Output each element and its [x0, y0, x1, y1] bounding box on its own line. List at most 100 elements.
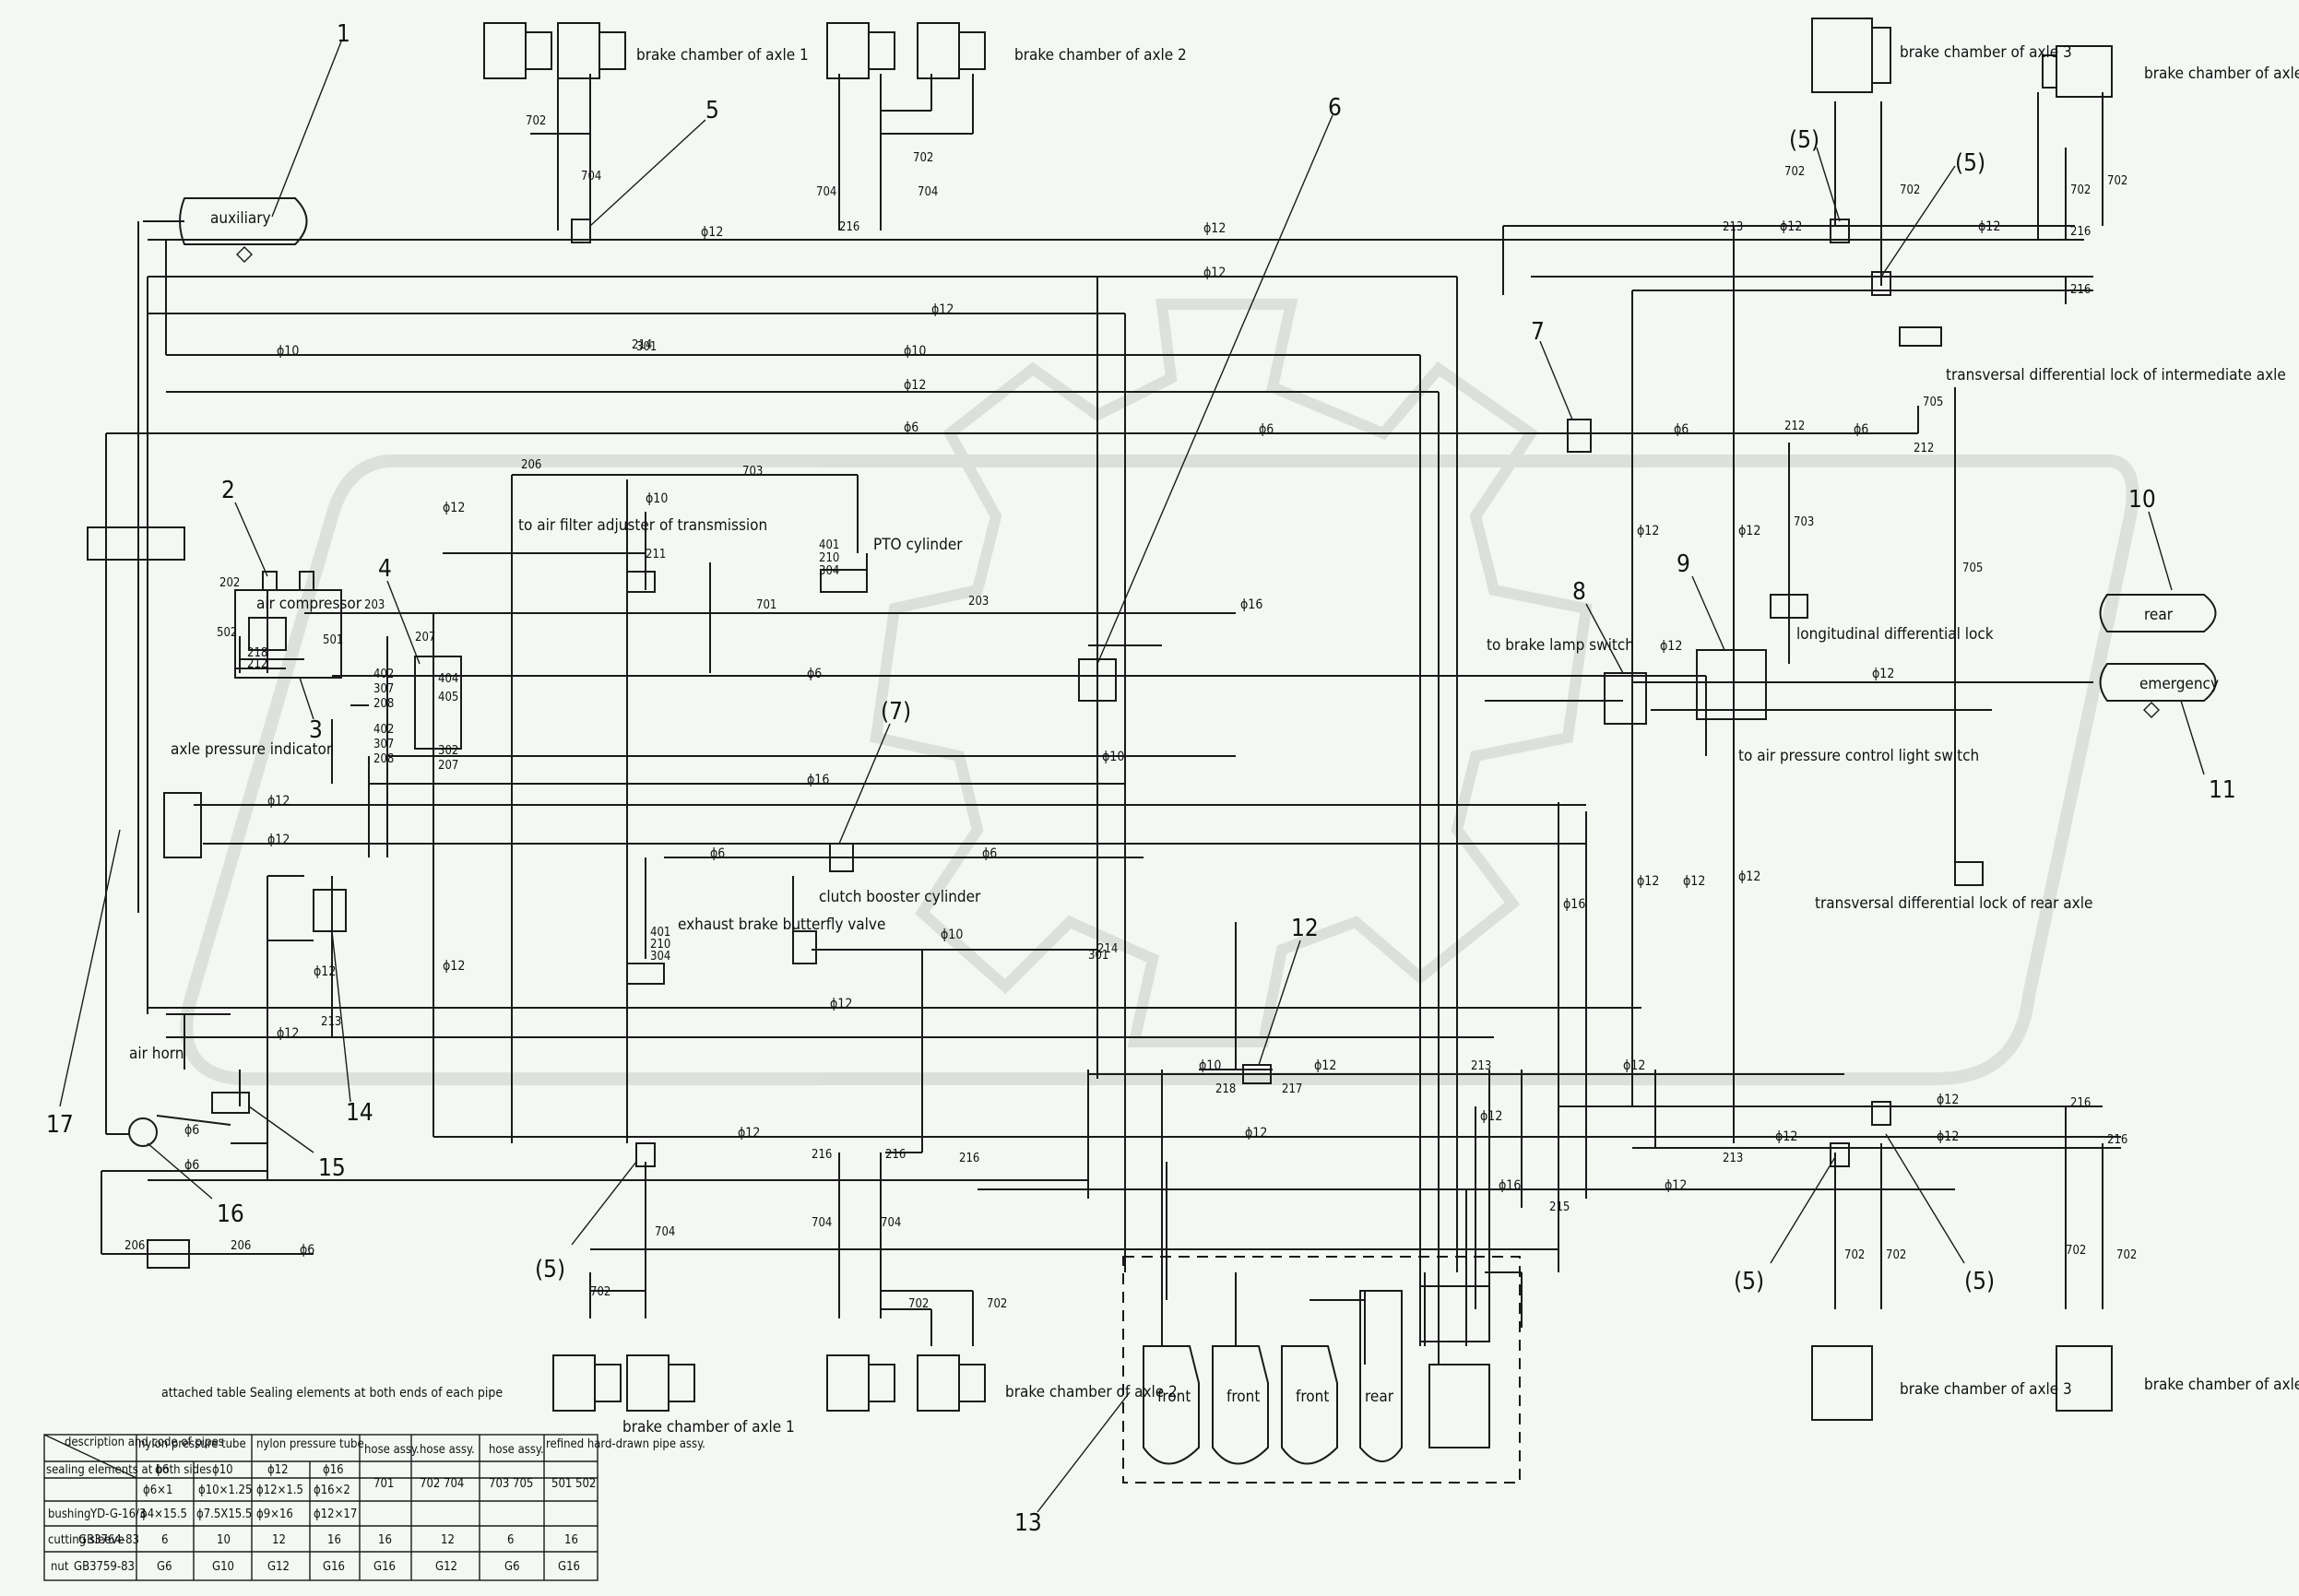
- air-horn: [128, 1092, 250, 1269]
- label-air-pressure-light: to air pressure control light switch: [1738, 747, 1979, 765]
- svg-text:704: 704: [655, 1225, 675, 1239]
- svg-text:12: 12: [272, 1533, 286, 1547]
- svg-text:ϕ6: ϕ6: [1259, 422, 1274, 437]
- valve-9: [1696, 649, 1767, 720]
- label-brake-lamp: to brake lamp switch: [1487, 636, 1634, 655]
- svg-text:216: 216: [2107, 1133, 2127, 1147]
- num-16: 16: [217, 1200, 244, 1228]
- labels: auxiliary air compressor axle pressure i…: [129, 43, 2299, 1436]
- svg-text:213: 213: [1471, 1059, 1491, 1073]
- label-bc-axle2-top: brake chamber of axle 2: [1014, 46, 1187, 65]
- label-rear: rear: [2144, 606, 2174, 624]
- svg-text:216: 216: [839, 220, 859, 234]
- brake-chambers-axle3-bottom: [1811, 1345, 1873, 1421]
- air-filter-adjuster: [626, 571, 656, 593]
- svg-text:ϕ4×15.5: ϕ4×15.5: [140, 1507, 187, 1521]
- svg-text:ϕ10: ϕ10: [1102, 750, 1124, 764]
- svg-text:213: 213: [321, 1015, 341, 1029]
- svg-text:ϕ12: ϕ12: [701, 225, 723, 240]
- svg-text:704: 704: [881, 1216, 901, 1230]
- num-5-ref-b: (5): [1789, 126, 1819, 154]
- svg-text:ϕ6: ϕ6: [184, 1123, 199, 1138]
- svg-text:hose assy.: hose assy.: [489, 1443, 544, 1457]
- svg-text:702: 702: [987, 1297, 1007, 1311]
- valve-6: [1078, 658, 1117, 702]
- svg-text:ϕ10×1.25: ϕ10×1.25: [198, 1484, 252, 1497]
- svg-text:501: 501: [323, 633, 343, 647]
- svg-text:401: 401: [650, 926, 670, 940]
- svg-text:212: 212: [1784, 420, 1805, 433]
- svg-text:702: 702: [1886, 1248, 1906, 1262]
- svg-text:702 704: 702 704: [420, 1477, 464, 1491]
- svg-text:ϕ10: ϕ10: [1199, 1058, 1221, 1073]
- label-front-2: front: [1227, 1388, 1260, 1406]
- label-bc-axle3-top: brake chamber of axle 3: [1900, 43, 2072, 62]
- brake-chambers-axle2-bottom: [826, 1354, 986, 1412]
- watermark-logo: [180, 299, 2139, 1085]
- label-front-1: front: [1157, 1388, 1191, 1406]
- svg-text:211: 211: [646, 548, 666, 562]
- svg-text:216: 216: [2070, 1096, 2091, 1110]
- svg-text:ϕ6: ϕ6: [710, 846, 725, 861]
- svg-text:213: 213: [1723, 220, 1743, 234]
- svg-text:207: 207: [415, 631, 435, 644]
- num-5-ref-d: (5): [1734, 1268, 1764, 1295]
- num-14: 14: [346, 1099, 373, 1127]
- svg-text:ϕ6: ϕ6: [904, 420, 918, 435]
- svg-text:213: 213: [1723, 1152, 1743, 1165]
- relay-valves: [571, 219, 1891, 1167]
- svg-text:ϕ16×2: ϕ16×2: [314, 1484, 350, 1497]
- valve-7-bracket: [829, 843, 854, 872]
- svg-text:ϕ12: ϕ12: [1637, 874, 1659, 889]
- svg-text:216: 216: [959, 1152, 979, 1165]
- svg-text:216: 216: [2070, 283, 2091, 297]
- svg-text:ϕ6: ϕ6: [155, 1463, 169, 1477]
- num-17: 17: [46, 1111, 74, 1139]
- sealing-elements-table: attached table Sealing elements at both …: [43, 1386, 705, 1581]
- svg-text:ϕ16: ϕ16: [807, 773, 829, 787]
- svg-text:ϕ6: ϕ6: [1854, 422, 1868, 437]
- num-7-ref: (7): [881, 698, 911, 726]
- svg-text:ϕ16: ϕ16: [1563, 897, 1585, 912]
- brake-chambers-axle1-top: [483, 22, 626, 79]
- svg-text:ϕ12: ϕ12: [738, 1126, 760, 1141]
- label-trans-diff-rear: transversal differential lock of rear ax…: [1815, 894, 2092, 913]
- svg-text:ϕ16: ϕ16: [1240, 597, 1262, 612]
- svg-text:206: 206: [231, 1239, 251, 1253]
- svg-text:ϕ10: ϕ10: [904, 344, 926, 359]
- svg-text:ϕ12: ϕ12: [277, 1026, 299, 1041]
- svg-text:YD-G-16/3: YD-G-16/3: [89, 1507, 146, 1521]
- svg-text:ϕ6: ϕ6: [300, 1243, 314, 1258]
- svg-text:ϕ9×16: ϕ9×16: [256, 1507, 293, 1521]
- svg-text:ϕ10: ϕ10: [941, 928, 963, 942]
- svg-text:16: 16: [378, 1533, 392, 1547]
- label-bc-axle2-bottom: brake chamber of axle 2: [1005, 1383, 1178, 1401]
- svg-text:ϕ12: ϕ12: [1660, 639, 1682, 654]
- num-8: 8: [1572, 578, 1586, 606]
- num-5: 5: [705, 97, 719, 124]
- svg-text:704: 704: [812, 1216, 832, 1230]
- num-1: 1: [337, 20, 350, 48]
- pipe-network: [101, 74, 2121, 1365]
- label-bc-axle1-top: brake chamber of axle 1: [636, 46, 809, 65]
- num-4: 4: [378, 555, 392, 583]
- svg-text:206: 206: [521, 458, 541, 472]
- svg-text:402: 402: [373, 668, 394, 681]
- svg-text:sealing elements at both sides: sealing elements at both sides: [46, 1463, 211, 1477]
- svg-text:nylon pressure tube: nylon pressure tube: [256, 1437, 364, 1451]
- svg-text:702: 702: [913, 151, 933, 165]
- svg-text:G6: G6: [504, 1560, 520, 1574]
- label-air-compressor: air compressor: [256, 595, 362, 613]
- label-trans-diff-mid: transversal differential lock of interme…: [1946, 366, 2286, 384]
- transversal-diff-lock-mid: [1899, 326, 1942, 347]
- brake-chambers-axle1-bottom: [552, 1354, 695, 1412]
- transversal-diff-lock-rear: [1954, 861, 1984, 886]
- svg-text:ϕ12: ϕ12: [1872, 667, 1894, 681]
- svg-text:501 502: 501 502: [551, 1477, 596, 1491]
- axle-pressure-indicator-valve: [163, 792, 202, 858]
- svg-text:GB3764-83: GB3764-83: [78, 1533, 139, 1547]
- svg-text:12: 12: [441, 1533, 455, 1547]
- svg-text:ϕ12: ϕ12: [267, 794, 290, 809]
- svg-text:304: 304: [650, 950, 670, 964]
